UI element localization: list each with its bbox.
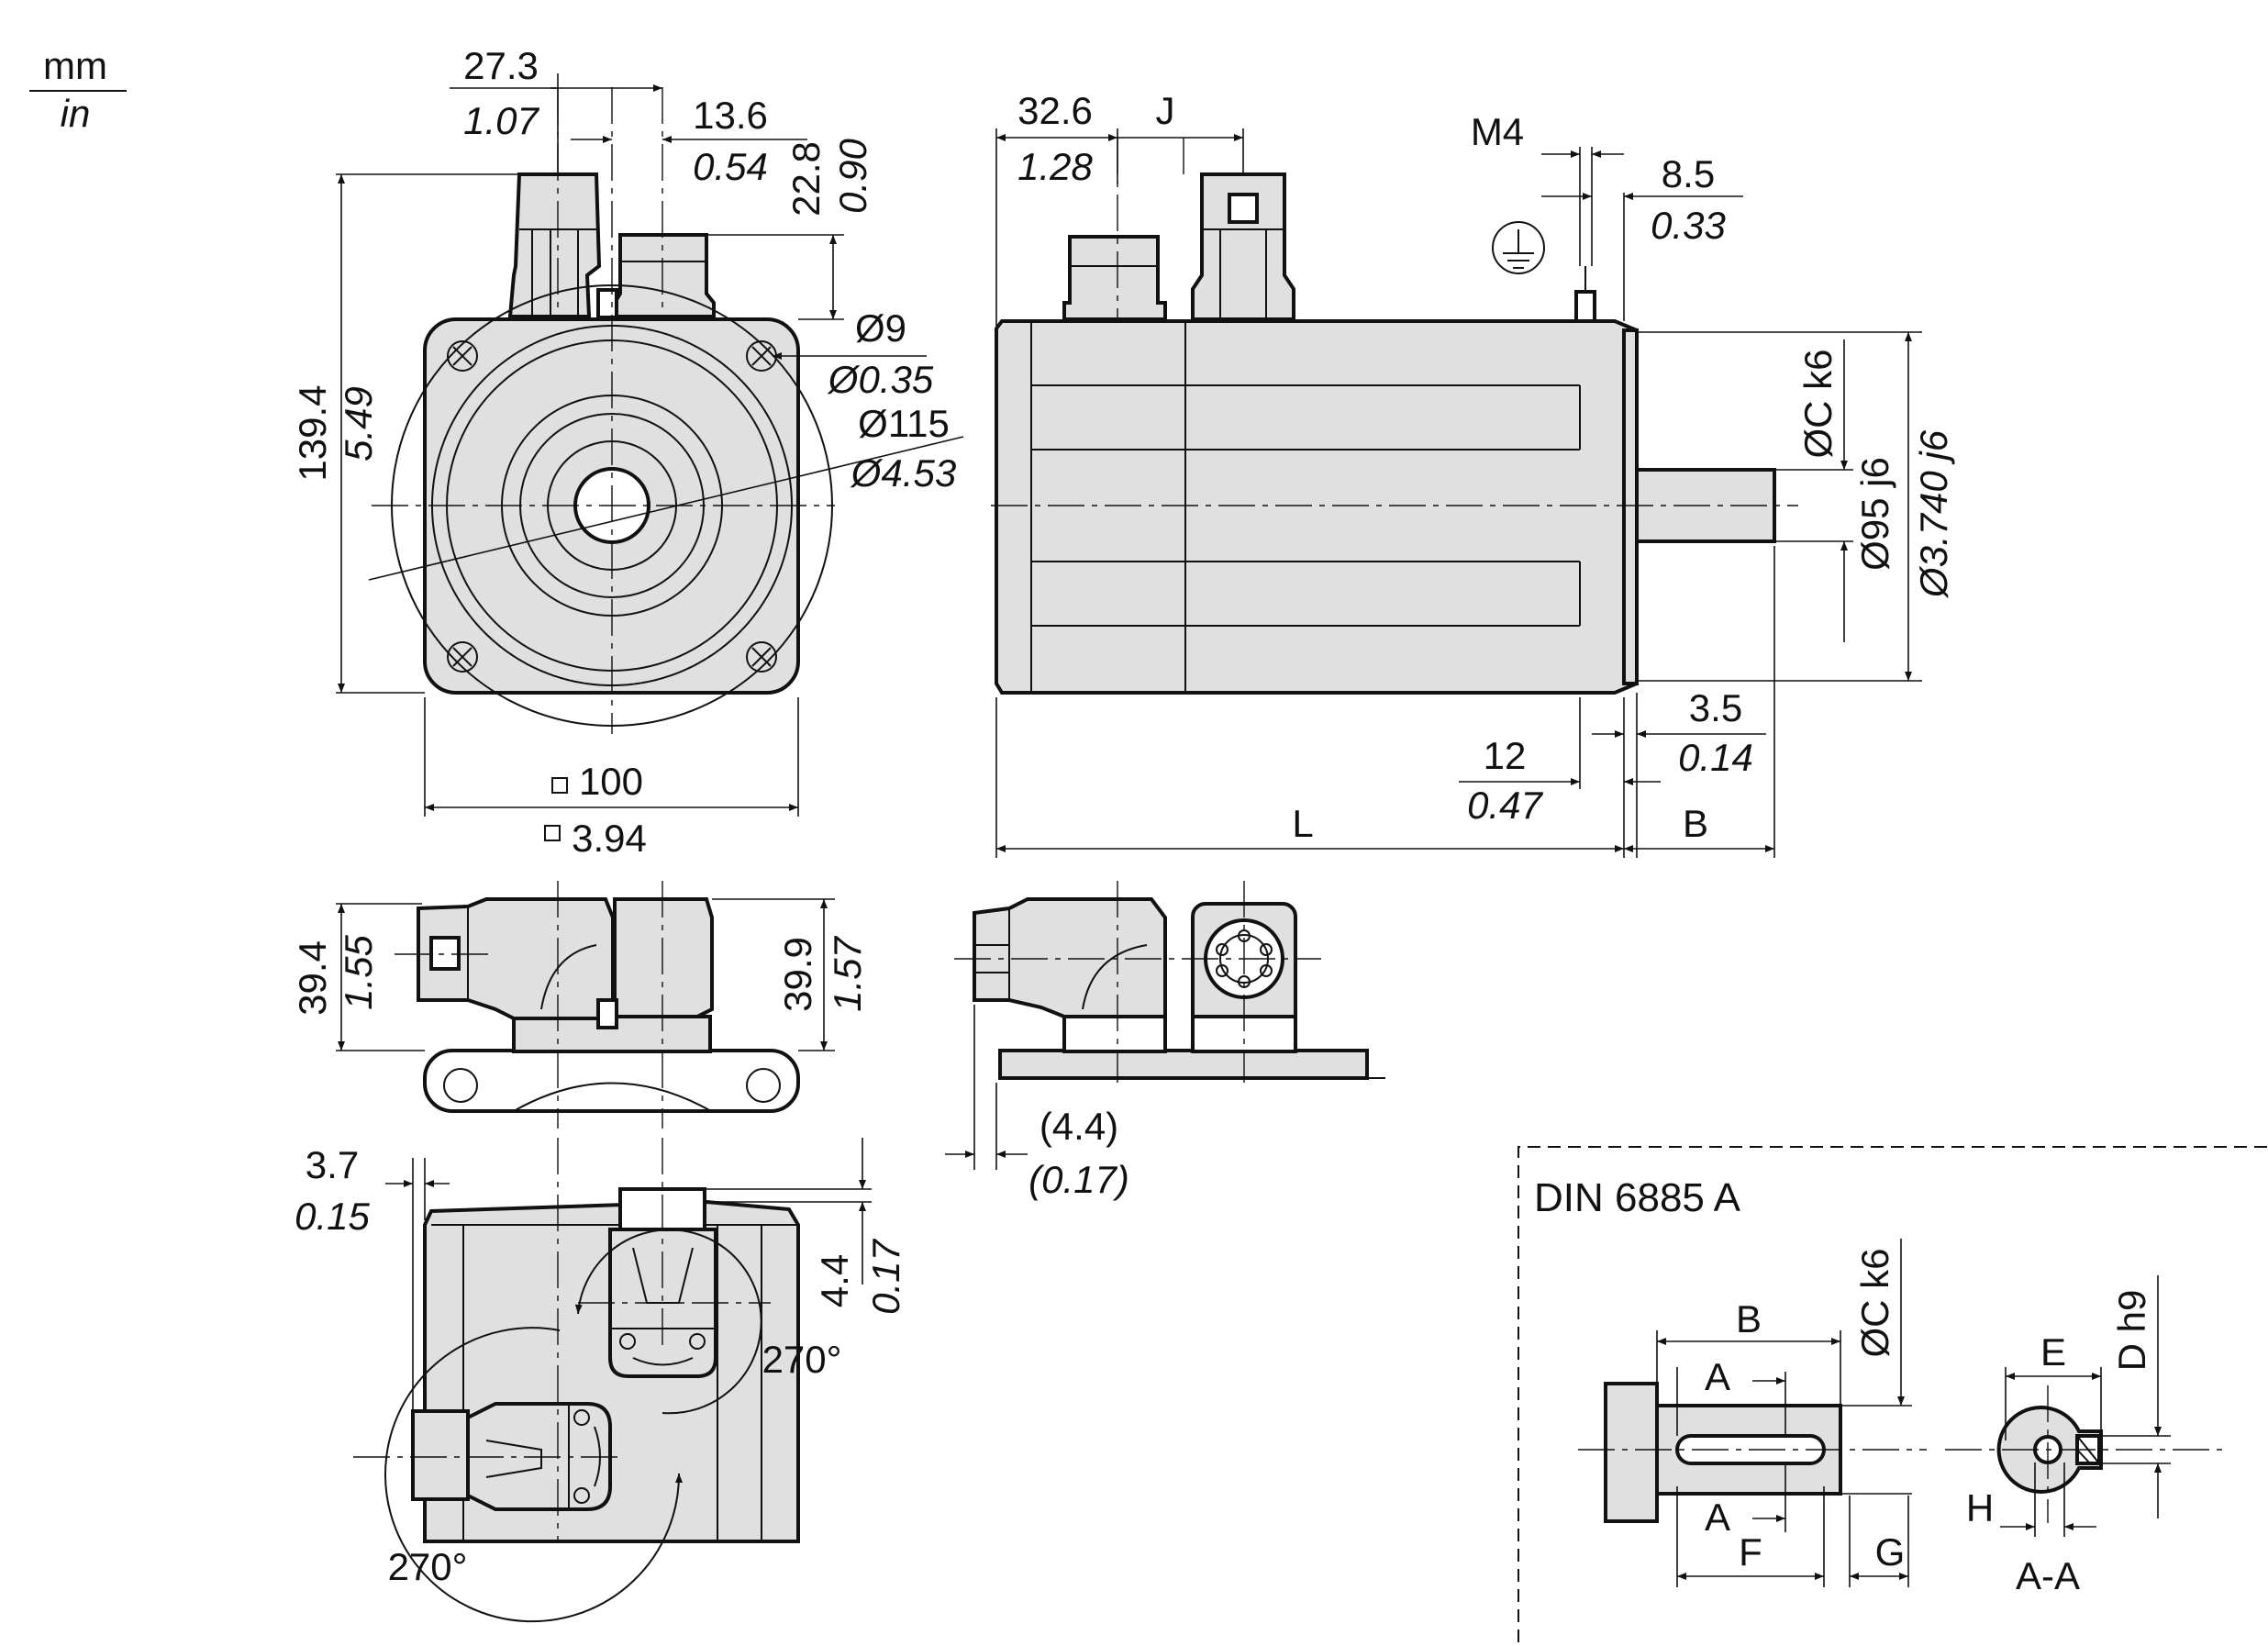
dim-l: L [1292, 802, 1313, 845]
hole-dia-mm: Ø9 [855, 306, 906, 350]
dim-12-mm: 12 [1484, 734, 1527, 777]
motor-top-edge [998, 1049, 1369, 1080]
dim-22-8-in: 0.90 [831, 138, 874, 213]
dim-3-7-in: 0.15 [295, 1195, 370, 1238]
dim-39-4-mm: 39.4 [291, 940, 334, 1016]
din-section-label: A-A [2016, 1554, 2080, 1597]
rotation-angle-power: 270° [388, 1545, 468, 1588]
bolt-circle-in: Ø4.53 [850, 451, 956, 495]
dim-4-4-in: 0.17 [864, 1238, 907, 1314]
power-connector-front [507, 172, 602, 318]
front-view: 139.4 5.49 27.3 1.07 13.6 0.54 22.8 0.90… [291, 44, 964, 860]
bolt-holes [447, 340, 777, 673]
din-title: DIN 6885 A [1534, 1175, 1741, 1220]
ground-symbol-icon [1492, 221, 1545, 274]
side-view: 32.6 1.28 J M4 8.5 0.33 ØC k6 Ø95 j6 Ø [991, 89, 1955, 858]
dim-4-4-paren-in: (0.17) [1028, 1158, 1129, 1201]
din-shaft-collar [1604, 1382, 1659, 1523]
din-g: G [1875, 1530, 1906, 1574]
dim-3-7-mm: 3.7 [306, 1143, 359, 1186]
hole-dia-in: Ø0.35 [827, 358, 934, 401]
encoder-plug-side [973, 897, 1167, 1018]
ground-stud-side [1574, 290, 1596, 323]
dim-4-4-paren-mm: (4.4) [1040, 1105, 1118, 1148]
dim-32-6-mm: 32.6 [1017, 89, 1093, 132]
dim-13-6-in: 0.54 [693, 145, 768, 188]
dim-4-4-mm: 4.4 [813, 1254, 856, 1307]
pilot-dia-in: Ø3.740 j6 [1912, 429, 1955, 599]
dim-3-5-mm: 3.5 [1689, 686, 1742, 729]
dim-j: J [1156, 89, 1175, 132]
rotation-angle-encoder: 270° [762, 1338, 842, 1381]
bolt-circle-mm: Ø115 [858, 402, 950, 445]
pilot-dia-mm: Ø95 j6 [1853, 457, 1896, 571]
din-b: B [1736, 1297, 1762, 1340]
unit-in: in [61, 92, 91, 135]
dim-8-5-in: 0.33 [1651, 204, 1726, 247]
flange-top-edge [423, 1049, 800, 1113]
flange-size-mm: 100 [579, 760, 643, 803]
din-h: H [1966, 1486, 1994, 1529]
dim-139-4-in: 5.49 [337, 386, 380, 462]
unit-mm: mm [43, 44, 107, 87]
din-f: F [1739, 1530, 1762, 1574]
dim-13-6-mm: 13.6 [693, 94, 768, 137]
dim-27-3-mm: 27.3 [463, 44, 539, 87]
dim-8-5-mm: 8.5 [1662, 152, 1715, 195]
din-e: E [2040, 1330, 2066, 1374]
dim-139-4-mm: 139.4 [291, 384, 334, 481]
ground-stud-front [596, 288, 618, 319]
connector-view-front: 39.4 1.55 39.9 1.57 [291, 881, 869, 1129]
din-a-bottom: A [1705, 1496, 1730, 1539]
connector-view-side: (4.4) (0.17) [945, 881, 1385, 1201]
dim-32-6-in: 1.28 [1017, 145, 1093, 188]
din-a-top: A [1705, 1355, 1730, 1398]
dim-b: B [1683, 802, 1708, 845]
din-d: D h9 [2110, 1290, 2153, 1372]
encoder-connector-side [1062, 235, 1167, 321]
dim-22-8-mm: 22.8 [784, 141, 828, 217]
shaft-dia-side: ØC k6 [1796, 349, 1840, 458]
units-legend: mm in [29, 44, 127, 135]
din-detail: DIN 6885 A B A A F G ØC k6 [1518, 1146, 2268, 1642]
din-shaft-dia: ØC k6 [1853, 1248, 1896, 1357]
dim-12-in: 0.47 [1467, 784, 1543, 827]
dim-27-3-in: 1.07 [463, 99, 539, 142]
encoder-connector-front [613, 233, 716, 318]
flange-size-in: 3.94 [572, 817, 647, 860]
dim-39-4-in: 1.55 [337, 934, 380, 1009]
motor-body [995, 319, 1639, 695]
top-view: 270° 270° 3.7 0.15 4.4 0.17 [295, 1138, 907, 1623]
encoder-connector-plug [613, 897, 714, 1018]
dim-39-9-in: 1.57 [826, 935, 869, 1011]
dim-3-5-in: 0.14 [1678, 736, 1753, 779]
dim-39-9-mm: 39.9 [776, 937, 819, 1012]
thread-m4: M4 [1471, 110, 1524, 153]
